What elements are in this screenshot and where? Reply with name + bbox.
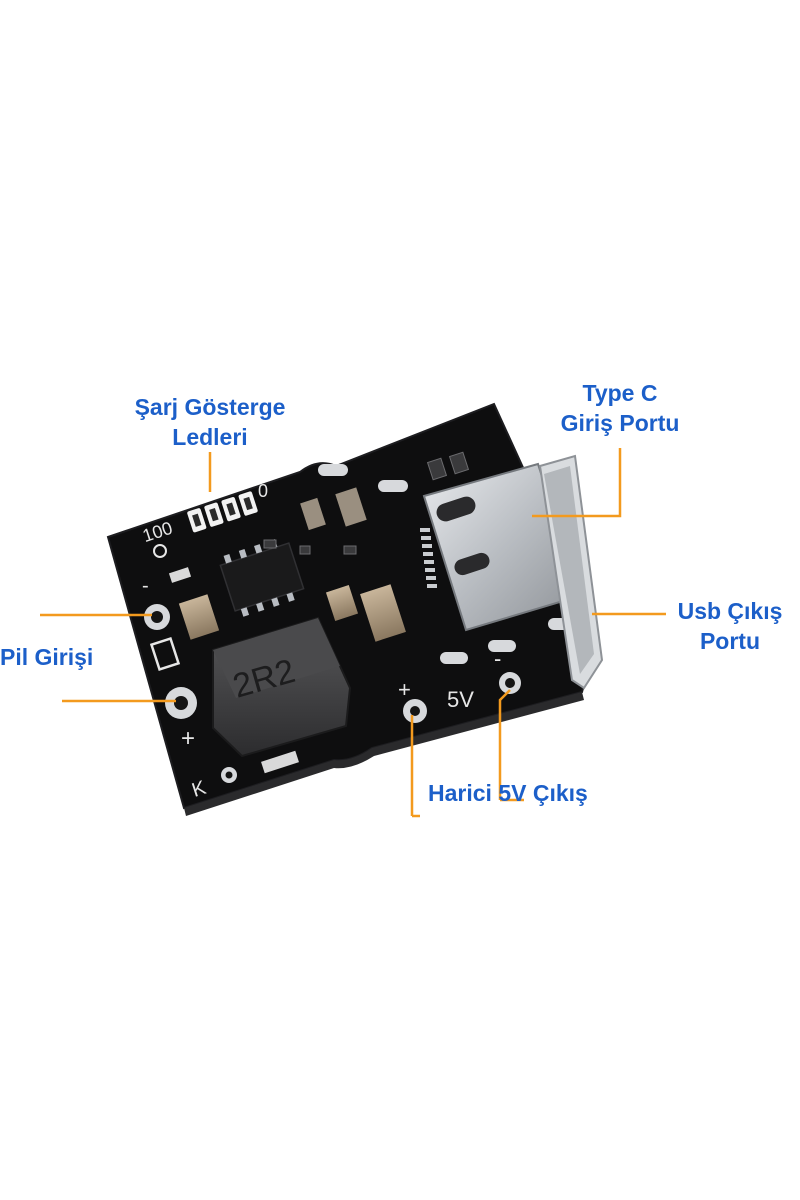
silk-minus-out: - xyxy=(494,646,501,671)
inductor: 2R2 xyxy=(212,616,352,758)
silk-5v: 5V xyxy=(447,687,474,712)
label-led-line2: Ledleri xyxy=(172,424,248,450)
label-external-5v-output: Harici 5V Çıkış xyxy=(428,778,648,808)
silk-plus-left: + xyxy=(181,725,195,752)
label-type-c-input: Type C Giriş Portu xyxy=(520,378,720,438)
label-battery-text: Pil Girişi xyxy=(0,644,94,670)
silk-plus-out: + xyxy=(398,677,411,702)
label-led-line1: Şarj Gösterge xyxy=(134,394,286,420)
label-led-indicators: Şarj Gösterge Ledleri xyxy=(100,392,320,452)
output-pads: + - 5V xyxy=(398,646,521,723)
leader-lines xyxy=(40,448,666,818)
label-usb-output: Usb Çıkış Portu xyxy=(650,596,800,656)
ic-chip xyxy=(219,539,305,617)
label-typec-line2: Giriş Portu xyxy=(560,410,680,436)
smd-components xyxy=(263,451,470,555)
label-typec-line1: Type C xyxy=(582,380,658,406)
capacitors xyxy=(168,487,406,774)
mounting-slots xyxy=(318,464,576,664)
usb-output-connector xyxy=(538,454,604,690)
label-5v-text: Harici 5V Çıkış xyxy=(428,780,588,806)
label-usb-line1: Usb Çıkış xyxy=(677,598,783,624)
silk-minus-left: - xyxy=(142,575,149,597)
label-battery-input: Pil Girişi xyxy=(0,642,150,672)
label-usb-line2: Portu xyxy=(699,628,761,654)
led-marking-0: 0 xyxy=(258,481,268,501)
